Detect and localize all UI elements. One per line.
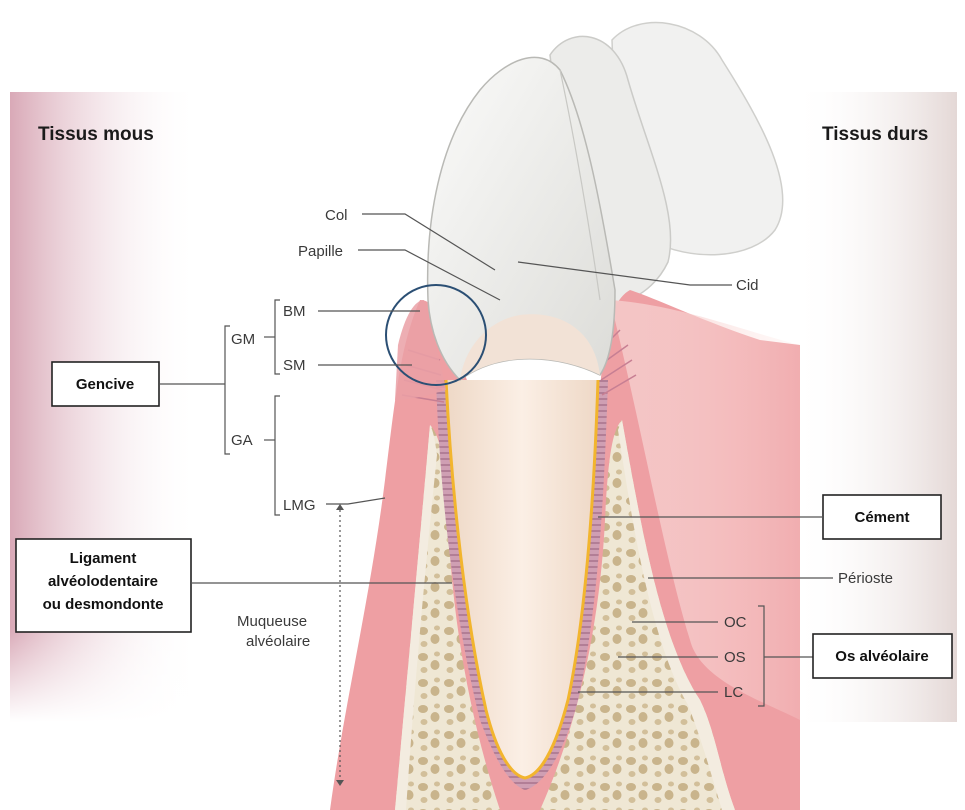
lmg-label: LMG <box>283 497 316 514</box>
col-label: Col <box>325 207 348 224</box>
ligament-label-line1: Ligament <box>70 550 137 567</box>
gencive-label: Gencive <box>76 376 134 393</box>
lmg-dot-top <box>336 504 344 510</box>
soft-tissue-header: Tissus mous <box>38 124 154 145</box>
bm-label: BM <box>283 303 306 320</box>
hard-tissue-panel <box>792 92 957 722</box>
ligament-label-line2: alvéolodentaire <box>48 573 158 590</box>
sm-label: SM <box>283 357 306 374</box>
os-alveolaire-label: Os alvéolaire <box>835 648 928 665</box>
oc-label: OC <box>724 614 747 631</box>
os-label: OS <box>724 649 746 666</box>
ligament-label-line3: ou desmondonte <box>43 596 164 613</box>
muqueuse-label-line1: Muqueuse <box>237 613 307 630</box>
gm-label: GM <box>231 331 255 348</box>
cement-label: Cément <box>854 509 909 526</box>
papille-label: Papille <box>298 243 343 260</box>
muqueuse-label-line2: alvéolaire <box>246 633 310 650</box>
perioste-label: Périoste <box>838 570 893 587</box>
lc-label: LC <box>724 684 743 701</box>
ga-label: GA <box>231 432 253 449</box>
lmg-leader <box>326 498 385 504</box>
cid-label: Cid <box>736 277 759 294</box>
hard-tissue-header: Tissus durs <box>822 124 928 145</box>
